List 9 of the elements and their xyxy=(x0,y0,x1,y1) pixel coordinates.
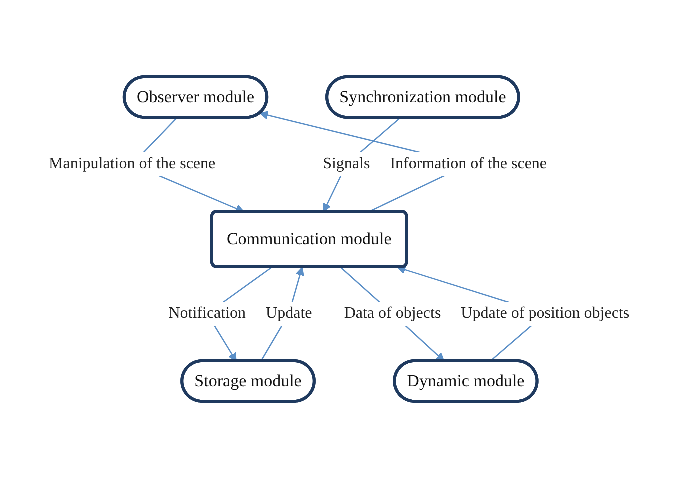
edge-label: Update xyxy=(266,305,312,322)
edge-label: Signals xyxy=(323,156,370,173)
edge-label: Data of objects xyxy=(344,305,442,322)
arrow xyxy=(340,267,445,362)
edge-label: Update of position objects xyxy=(461,305,630,322)
edge-label: Information of the scene xyxy=(390,156,548,173)
arrow xyxy=(323,118,402,213)
edge-label: Manipulation of the scene xyxy=(49,156,216,173)
edge-label: Notification xyxy=(168,305,246,322)
